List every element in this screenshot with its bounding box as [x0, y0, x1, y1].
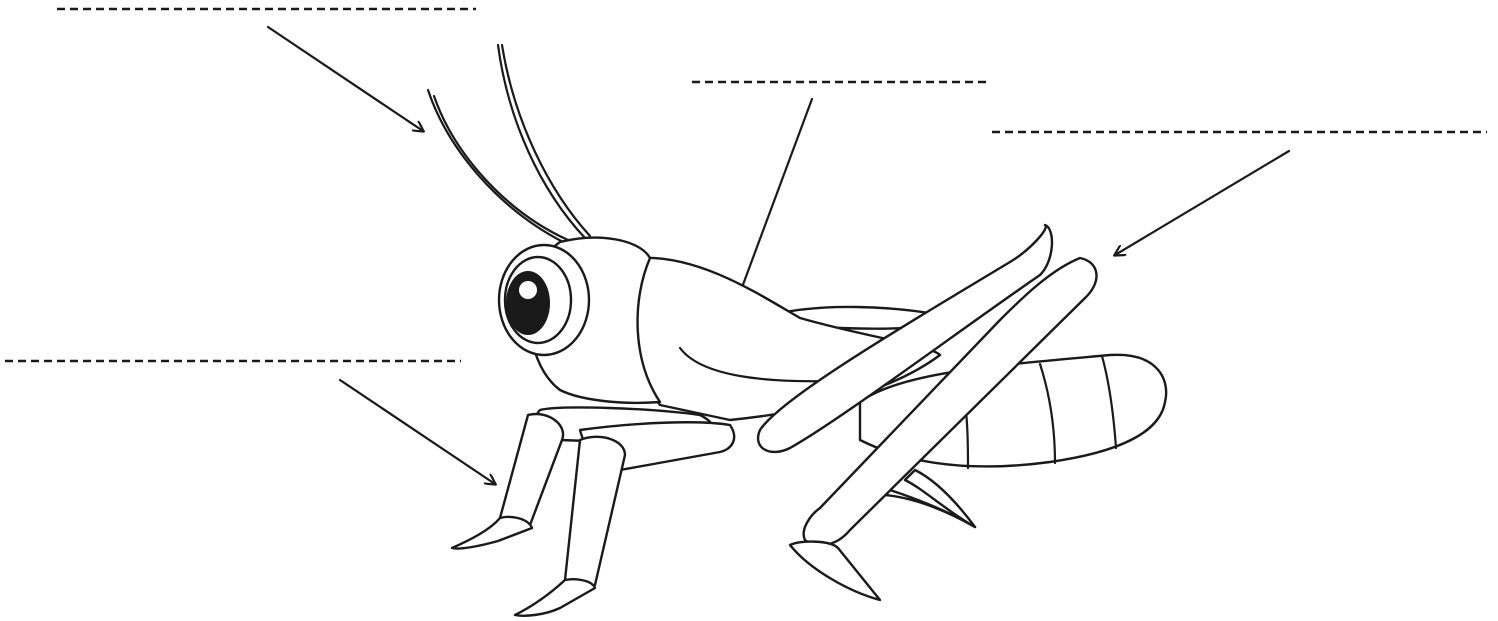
- antennae: [428, 45, 590, 243]
- label-legs[interactable]: [5, 361, 495, 484]
- eye: [506, 271, 550, 335]
- label-wings[interactable]: [992, 132, 1487, 255]
- legs-arrow: [340, 380, 495, 484]
- grasshopper: [428, 45, 1166, 616]
- wings-arrow: [1115, 151, 1289, 255]
- antennae-arrow: [268, 27, 423, 131]
- label-antennae[interactable]: [57, 9, 476, 131]
- front-legs: [452, 408, 734, 616]
- head: [499, 238, 660, 403]
